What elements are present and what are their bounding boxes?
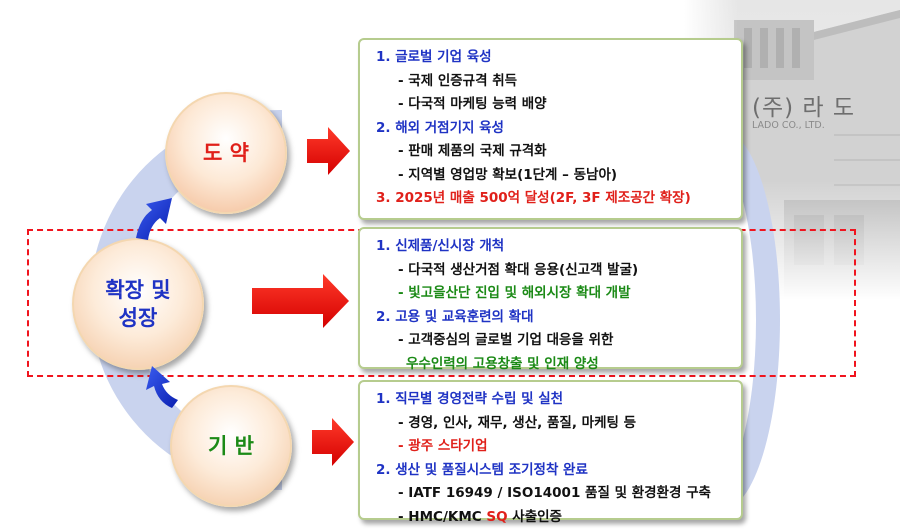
growth-item-1a: - 다국적 생산거점 확대 응용(신고객 발굴) [398,261,639,278]
growth-heading-2: 2. 고용 및 교육훈련의 확대 [376,308,534,325]
growth-item-2a: - 고객중심의 글로벌 기업 대응을 위한 [398,332,614,348]
foundation-item-2b-suffix: 사출인증 [507,508,562,525]
foundation-item-1b: - 광주 스타기업 [398,438,488,454]
company-sign-korean: (주) 라 도 [752,95,856,121]
growth-item-1b: - 빛고을산단 진입 및 해외시장 확대 개발 [398,285,631,301]
leap-circle: 도 약 [165,92,287,214]
leap-item-1b: - 다국적 마케팅 능력 배양 [398,96,547,112]
company-sign-english: LADO CO., LTD. [752,120,825,131]
growth-label-line2: 성장 [118,306,158,330]
foundation-heading-1: 1. 직무별 경영전략 수립 및 실천 [376,391,564,407]
foundation-item-1a: - 경영, 인사, 재무, 생산, 품질, 마케팅 등 [398,414,637,431]
leap-item-2a: - 판매 제품의 국제 규격화 [398,143,547,159]
leap-heading-3: 3. 2025년 매출 500억 달성(2F, 3F 제조공간 확장) [376,190,691,206]
leap-heading-2: 2. 해외 거점기지 육성 [376,119,504,136]
leap-label: 도 약 [203,141,249,165]
growth-item-2b: 우수인력의 고용창출 및 인재 양성 [406,355,599,372]
growth-heading-1: 1. 신제품/신시장 개척 [376,238,505,254]
growth-label-line1: 확장 및 [105,278,171,302]
foundation-circle: 기 반 [170,385,292,507]
foundation-item-2b-highlight: SQ [486,508,508,525]
foundation-item-2b: - HMC/KMC SQ 사출인증 [376,506,741,530]
foundation-item-2b-prefix: - HMC/KMC [398,508,487,525]
foundation-heading-2: 2. 생산 및 품질시스템 조기정착 완료 [376,461,588,478]
foundation-label: 기 반 [208,434,254,458]
foundation-item-2a: - IATF 16949 / ISO14001 품질 및 환경환경 구축 [398,485,711,501]
growth-plan-box: 1. 신제품/신시장 개척 - 다국적 생산거점 확대 응용(신고객 발굴) -… [358,227,743,372]
leap-item-1a: - 국제 인증규격 취득 [398,72,518,89]
foundation-plan-box: 1. 직무별 경영전략 수립 및 실천 - 경영, 인사, 재무, 생산, 품질… [358,380,743,525]
leap-heading-1: 1. 글로벌 기업 육성 [376,49,492,65]
leap-plan-box: 1. 글로벌 기업 육성 - 국제 인증규격 취득 - 다국적 마케팅 능력 배… [358,38,743,220]
leap-item-2b: - 지역별 영업망 확보(1단계 – 동남아) [398,166,618,183]
growth-circle: 확장 및 성장 [72,238,204,370]
